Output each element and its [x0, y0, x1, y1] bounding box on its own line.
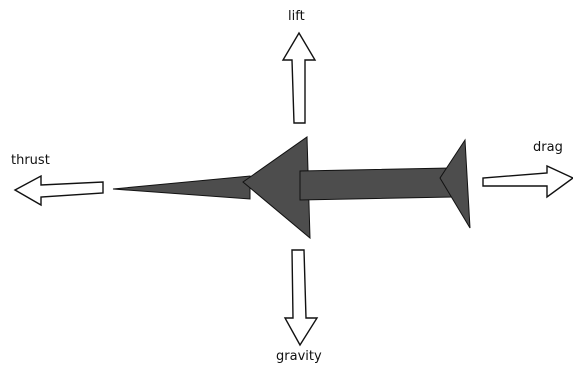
gravity-arrow [285, 250, 317, 345]
aircraft-tail [440, 140, 470, 228]
drag-label: drag [533, 141, 563, 154]
aircraft-nose [113, 176, 250, 199]
aircraft [113, 137, 470, 238]
lift-arrow [283, 33, 315, 123]
lift-label: lift [288, 10, 305, 23]
gravity-label: gravity [276, 350, 322, 363]
aircraft-body [300, 168, 452, 200]
thrust-label: thrust [11, 154, 50, 167]
drag-arrow [483, 166, 573, 197]
thrust-arrow [15, 176, 103, 205]
